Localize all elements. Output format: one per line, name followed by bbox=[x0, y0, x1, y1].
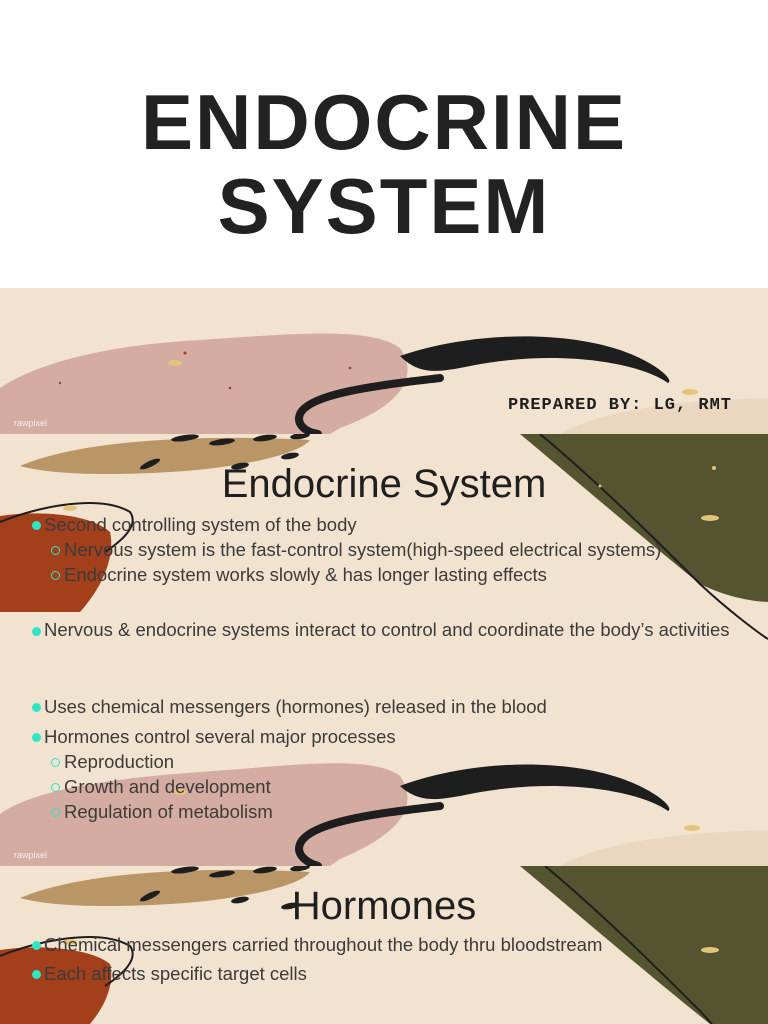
prepared-by-text: PREPARED BY: LG, RMT bbox=[507, 396, 732, 415]
main-title-line-2: SYSTEM bbox=[217, 162, 551, 250]
list-item: Each affects specific target cells bbox=[30, 963, 760, 985]
list-item: Regulation of metabolism bbox=[30, 801, 760, 823]
slide-heading: Hormones bbox=[291, 884, 477, 928]
list-item: Nervous & endocrine systems interact to … bbox=[30, 620, 750, 640]
bullet-list: Uses chemical messengers (hormones) rele… bbox=[30, 696, 760, 823]
list-item: Growth and development bbox=[30, 776, 760, 798]
watermark-text: rawpixel bbox=[14, 418, 48, 428]
list-item: Uses chemical messengers (hormones) rele… bbox=[30, 696, 760, 718]
title-slide: ENDOCRINE SYSTEM bbox=[0, 0, 768, 288]
list-item: Nervous system is the fast-control syste… bbox=[30, 539, 760, 561]
abstract-shapes-decoration bbox=[0, 333, 768, 434]
main-title: ENDOCRINE SYSTEM bbox=[0, 80, 768, 248]
bullet-list: Chemical messengers carried throughout t… bbox=[30, 934, 760, 985]
main-title-line-1: ENDOCRINE bbox=[140, 78, 628, 166]
watermark-text: rawpixel bbox=[14, 850, 48, 860]
list-item: Reproduction bbox=[30, 751, 760, 773]
list-item: Hormones control several major processes bbox=[30, 726, 760, 748]
list-item: Endocrine system works slowly & has long… bbox=[30, 564, 760, 586]
prepared-by-slide: PREPARED BY: LG, RMT rawpixel bbox=[0, 288, 768, 434]
bullet-list: Nervous & endocrine systems interact to … bbox=[30, 620, 750, 640]
endocrine-system-slide: Endocrine System Second controlling syst… bbox=[0, 434, 768, 866]
list-item: Second controlling system of the body bbox=[30, 514, 760, 536]
abstract-shapes-decoration bbox=[0, 434, 768, 866]
list-item: Chemical messengers carried throughout t… bbox=[30, 934, 760, 956]
abstract-shapes-decoration bbox=[0, 866, 768, 1024]
slide-heading: Endocrine System bbox=[221, 462, 547, 506]
bullet-list: Second controlling system of the body Ne… bbox=[30, 514, 760, 586]
hormones-slide: Hormones Chemical messengers carried thr… bbox=[0, 866, 768, 1024]
